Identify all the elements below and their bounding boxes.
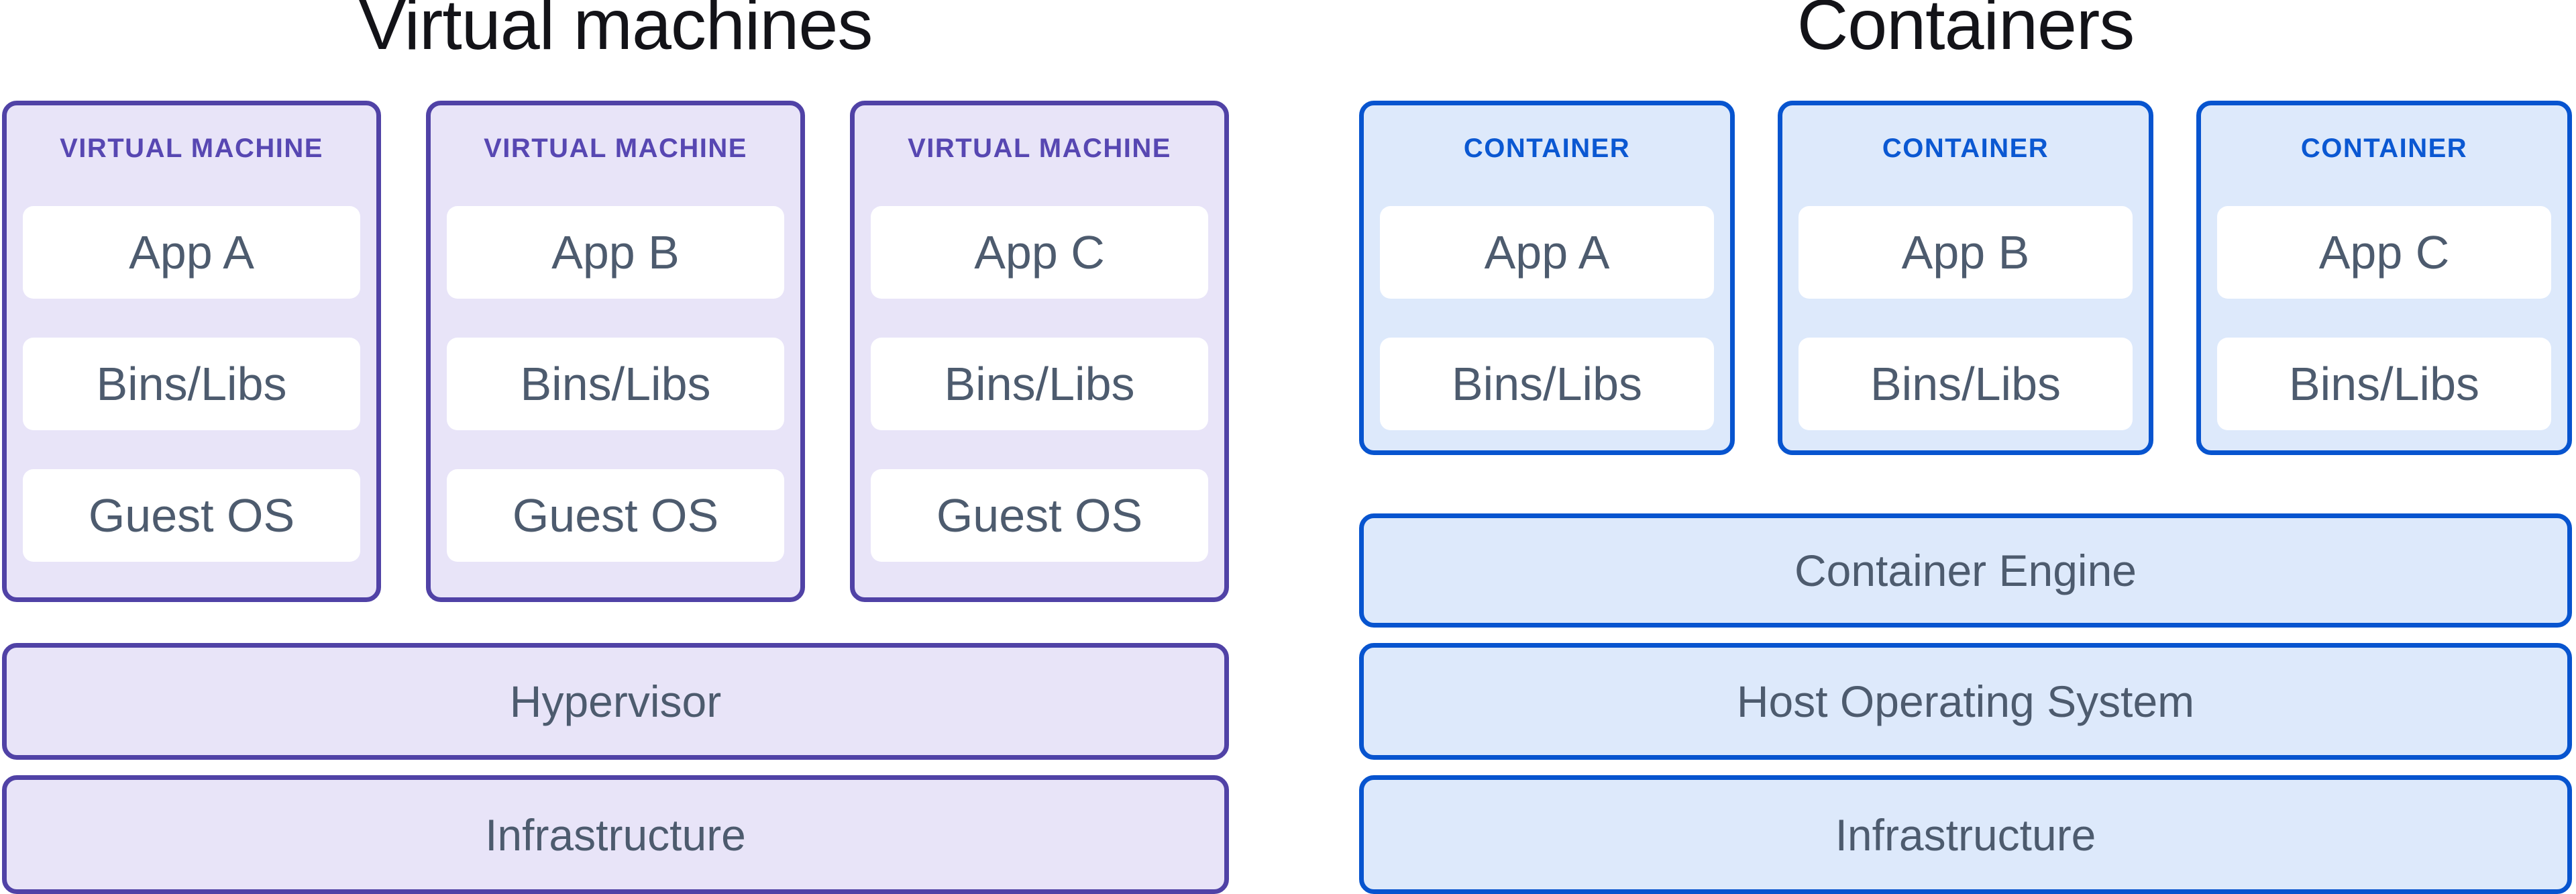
container-box-1: CONTAINER App A Bins/Libs bbox=[1359, 101, 1735, 455]
hypervisor-bar: Hypervisor bbox=[2, 643, 1229, 760]
virtual-machines-title: Virtual machines bbox=[358, 0, 873, 64]
vm-1-app-layer: App A bbox=[23, 206, 360, 299]
vm-box-2-header: VIRTUAL MACHINE bbox=[484, 134, 747, 163]
vm-3-guest-os-layer: Guest OS bbox=[871, 469, 1208, 562]
vm-1-bins-layer: Bins/Libs bbox=[23, 338, 360, 430]
container-box-2: CONTAINER App B Bins/Libs bbox=[1778, 101, 2153, 455]
vm-2-guest-os-layer: Guest OS bbox=[447, 469, 784, 562]
containers-section: Containers CONTAINER App A Bins/Libs CON… bbox=[1359, 0, 2572, 894]
vm-box-3-header: VIRTUAL MACHINE bbox=[908, 134, 1171, 163]
vm-box-3-layers: App C Bins/Libs Guest OS bbox=[871, 206, 1208, 562]
vm-2-app-layer: App B bbox=[447, 206, 784, 299]
container-2-bins-layer: Bins/Libs bbox=[1799, 338, 2133, 430]
virtual-machines-section: Virtual machines VIRTUAL MACHINE App A B… bbox=[2, 0, 1229, 894]
vm-3-bins-layer: Bins/Libs bbox=[871, 338, 1208, 430]
vm-box-1: VIRTUAL MACHINE App A Bins/Libs Guest OS bbox=[2, 101, 381, 602]
container-box-2-header: CONTAINER bbox=[1882, 134, 2049, 163]
vm-box-3: VIRTUAL MACHINE App C Bins/Libs Guest OS bbox=[850, 101, 1229, 602]
container-box-1-header: CONTAINER bbox=[1463, 134, 1631, 163]
vm-box-1-header: VIRTUAL MACHINE bbox=[60, 134, 323, 163]
container-3-bins-layer: Bins/Libs bbox=[2217, 338, 2551, 430]
host-operating-system-bar: Host Operating System bbox=[1359, 643, 2572, 760]
container-boxes-row: CONTAINER App A Bins/Libs CONTAINER App … bbox=[1359, 101, 2572, 455]
container-infrastructure-bar: Infrastructure bbox=[1359, 775, 2572, 894]
vm-box-2: VIRTUAL MACHINE App B Bins/Libs Guest OS bbox=[426, 101, 805, 602]
container-box-1-layers: App A Bins/Libs bbox=[1380, 206, 1714, 430]
containers-title: Containers bbox=[1796, 0, 2135, 64]
vm-1-guest-os-layer: Guest OS bbox=[23, 469, 360, 562]
container-1-app-layer: App A bbox=[1380, 206, 1714, 299]
container-engine-bar: Container Engine bbox=[1359, 513, 2572, 628]
container-box-3-layers: App C Bins/Libs bbox=[2217, 206, 2551, 430]
vm-3-app-layer: App C bbox=[871, 206, 1208, 299]
vm-box-2-layers: App B Bins/Libs Guest OS bbox=[447, 206, 784, 562]
vm-2-bins-layer: Bins/Libs bbox=[447, 338, 784, 430]
container-box-2-layers: App B Bins/Libs bbox=[1799, 206, 2133, 430]
vm-box-1-layers: App A Bins/Libs Guest OS bbox=[23, 206, 360, 562]
vm-infrastructure-bar: Infrastructure bbox=[2, 775, 1229, 894]
container-3-app-layer: App C bbox=[2217, 206, 2551, 299]
container-box-3: CONTAINER App C Bins/Libs bbox=[2196, 101, 2572, 455]
container-box-3-header: CONTAINER bbox=[2300, 134, 2468, 163]
vm-boxes-row: VIRTUAL MACHINE App A Bins/Libs Guest OS… bbox=[2, 101, 1229, 602]
container-1-bins-layer: Bins/Libs bbox=[1380, 338, 1714, 430]
container-2-app-layer: App B bbox=[1799, 206, 2133, 299]
